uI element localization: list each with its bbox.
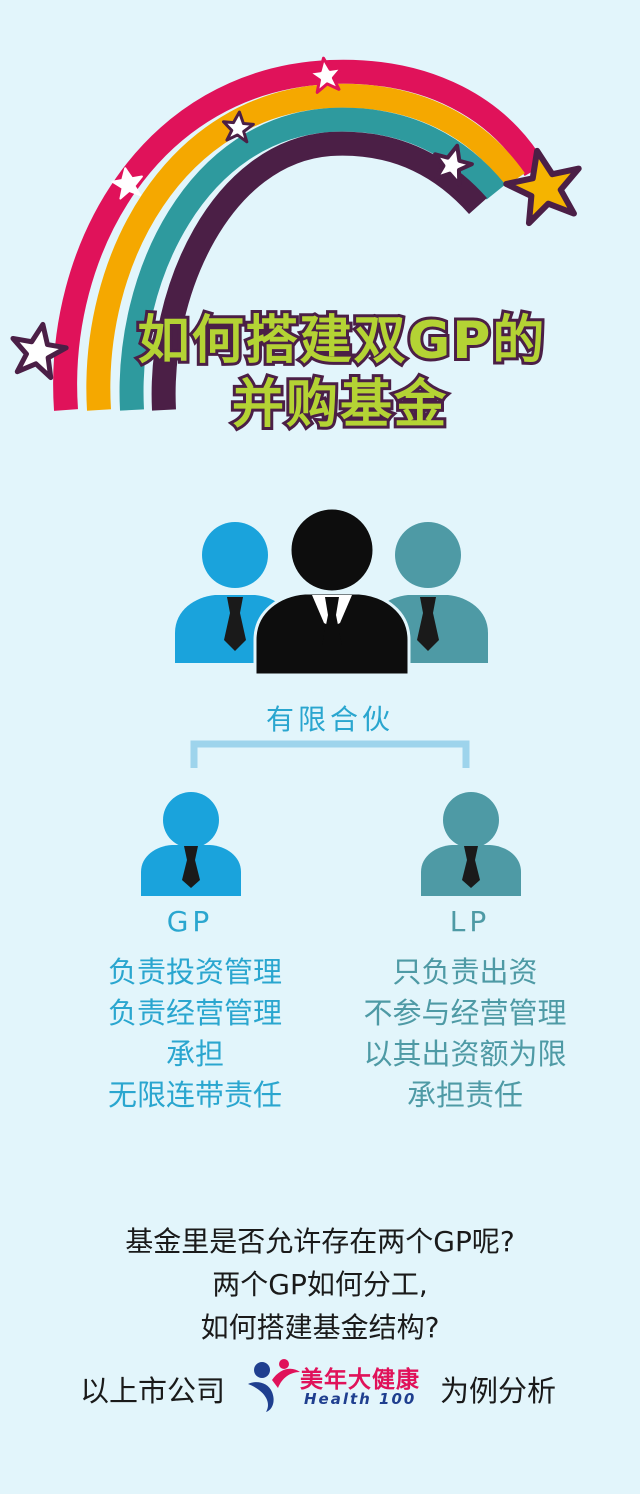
structure-connector <box>190 740 470 768</box>
page-title-line-2: 并购基金 <box>229 372 449 438</box>
star-icon <box>306 56 344 94</box>
gp-line: 负责投资管理 <box>107 955 282 989</box>
rainbow-illustration <box>10 56 582 411</box>
gp-description: 负责投资管理 负责经营管理 承担 无限连带责任 <box>60 952 330 1116</box>
footer-row: 以上市公司 美年大健康 Health 100 为例分析 <box>0 1356 640 1416</box>
lp-line: 承担责任 <box>406 1078 523 1112</box>
rainbow-band-red <box>53 59 546 411</box>
rainbow-band-orange <box>86 83 525 411</box>
lp-person-icon <box>421 792 521 896</box>
lp-line: 只负责出资 <box>392 955 538 989</box>
lp-label: LP <box>449 905 491 938</box>
brand-name-en: Health 100 <box>304 1390 417 1408</box>
rainbow-band-teal <box>119 107 506 411</box>
partnership-label: 有限合伙 <box>265 703 394 736</box>
question-line: 基金里是否允许存在两个GP呢? <box>125 1225 515 1258</box>
gp-line: 负责经营管理 <box>107 996 282 1030</box>
lp-line: 以其出资额为限 <box>363 1037 567 1071</box>
rainbow-band-purple <box>151 131 487 411</box>
lp-description: 只负责出资 不参与经营管理 以其出资额为限 承担责任 <box>330 952 600 1116</box>
person-icon <box>253 506 411 677</box>
gp-label: GP <box>166 905 214 938</box>
gp-person-icon <box>141 792 241 896</box>
question-block: 基金里是否允许存在两个GP呢? 两个GP如何分工, 如何搭建基金结构? <box>0 1220 640 1349</box>
star-icon <box>111 167 143 200</box>
page-title-line-1: 如何搭建双GP的 <box>135 308 548 374</box>
star-icon <box>503 147 582 227</box>
question-line: 如何搭建基金结构? <box>200 1311 440 1344</box>
brand-logo-icon <box>248 1359 300 1412</box>
partnership-people-icon <box>175 506 488 677</box>
gp-line: 承担 <box>165 1037 224 1071</box>
lp-line: 不参与经营管理 <box>363 996 567 1030</box>
star-icon <box>433 143 474 187</box>
footer-right-text: 为例分析 <box>440 1374 557 1408</box>
question-line: 两个GP如何分工, <box>212 1268 428 1301</box>
star-icon <box>10 321 69 381</box>
footer-left-text: 以上市公司 <box>80 1374 226 1408</box>
gp-line: 无限连带责任 <box>107 1078 282 1112</box>
star-icon <box>221 110 255 144</box>
brand-name-cn: 美年大健康 <box>300 1367 420 1393</box>
